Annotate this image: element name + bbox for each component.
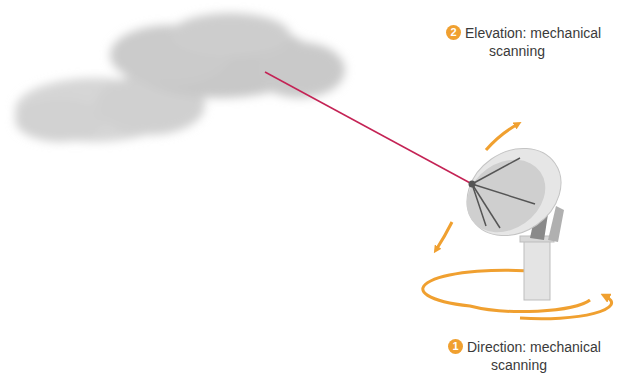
label-text: Direction: mechanical scanning [467,338,615,374]
elevation-arrow [436,222,452,250]
pedestal [524,238,550,300]
rotation-arrow [423,270,590,311]
radar-beam [265,72,472,184]
cloud [15,13,345,142]
elevation-arrow [486,124,518,150]
radar-dish [450,131,578,254]
callout-number: 1 [448,339,463,354]
callout-number: 2 [446,25,461,40]
label-text: Elevation: mechanical scanning [465,24,615,60]
